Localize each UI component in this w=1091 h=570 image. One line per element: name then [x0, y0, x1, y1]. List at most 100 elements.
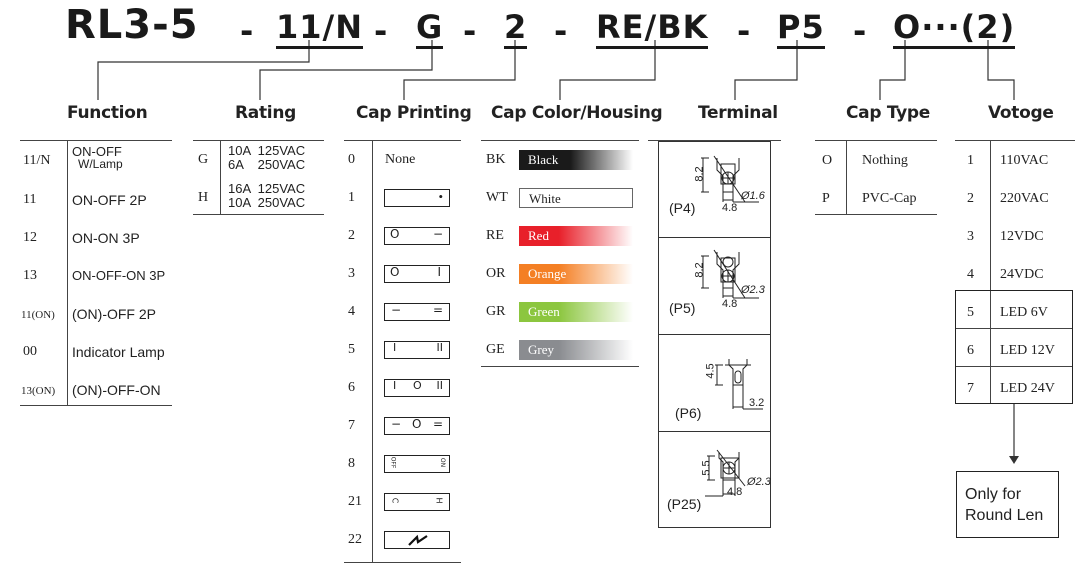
dimension-hole: Ø2.3: [747, 476, 771, 488]
cap-printing-symbol-box: [384, 531, 450, 549]
voltage-desc: LED 6V: [1000, 305, 1048, 320]
function-code: 11(ON): [21, 309, 55, 321]
table-divider: [372, 141, 373, 562]
terminal-p5-box: (P5) 8.2 4.8 Ø2.3: [658, 238, 771, 335]
code-separator: -: [463, 12, 478, 50]
terminal-header: Terminal: [698, 103, 778, 123]
cap-printing-symbol-box: − O =: [384, 417, 450, 435]
cap-printing-symbol-box: •: [384, 189, 450, 207]
voltage-code: 6: [967, 343, 974, 358]
cap-type-code: P: [822, 191, 830, 206]
code-separator: -: [240, 12, 255, 50]
color-swatch-orange: Orange: [519, 264, 633, 284]
function-desc: Indicator Lamp: [72, 344, 165, 360]
cap-color-code: WT: [486, 190, 508, 205]
table-border: [481, 140, 639, 141]
table-border: [20, 405, 172, 406]
color-swatch-green: Green: [519, 302, 633, 322]
voltage-desc: LED 12V: [1000, 343, 1055, 358]
cap-printing-symbol-box: O I: [384, 265, 450, 283]
table-divider: [220, 141, 221, 215]
function-desc: ON-OFF: [72, 144, 122, 159]
cap-printing-code: 2: [348, 228, 355, 243]
dimension-height: 8.2: [693, 166, 706, 182]
cap-printing-code: 7: [348, 418, 355, 433]
dimension-hole: Ø2.3: [741, 284, 765, 296]
table-border: [956, 366, 1072, 367]
code-function: 11/N: [276, 8, 363, 49]
cap-color-code: OR: [486, 266, 506, 281]
table-border: [481, 366, 639, 367]
table-border: [955, 140, 1075, 141]
voltage-desc: 24VDC: [1000, 267, 1044, 282]
cap-type-desc: PVC-Cap: [862, 191, 917, 206]
cap-printing-code: 21: [348, 494, 362, 509]
code-terminal: P5: [777, 8, 825, 49]
voltage-desc: 12VDC: [1000, 229, 1044, 244]
cap-color-code: RE: [486, 228, 504, 243]
rating-value: 6A 250VAC: [228, 157, 306, 172]
code-cap-printing: 2: [504, 8, 528, 49]
code-cap-type-voltage: O···(2): [893, 8, 1016, 49]
voltage-desc: 220VAC: [1000, 191, 1049, 206]
cap-printing-none: None: [385, 152, 416, 167]
function-desc: ON-OFF-ON 3P: [72, 268, 166, 283]
function-desc: W/Lamp: [78, 157, 123, 171]
dimension-height: 4.5: [704, 363, 717, 379]
cap-printing-code: 1: [348, 190, 355, 205]
rating-value: 10A 250VAC: [228, 195, 306, 210]
voltage-desc: 110VAC: [1000, 153, 1049, 168]
function-desc: (ON)-OFF-ON: [72, 382, 161, 398]
function-code: 13: [23, 268, 37, 283]
led-note: Only for Round Len: [956, 471, 1059, 538]
cap-printing-header: Cap Printing: [356, 103, 472, 123]
dimension-hole: Ø1.6: [741, 190, 765, 202]
table-divider: [846, 141, 847, 215]
terminal-p4-box: (P4) 8.2 4.8 Ø1.6: [658, 141, 771, 238]
terminal-p6-box: (P6) 4.5 3.2: [658, 335, 771, 432]
rating-code: G: [198, 152, 209, 167]
cap-color-code: GR: [486, 304, 506, 319]
voltage-header: Votoge: [988, 103, 1054, 123]
cap-printing-code: 22: [348, 532, 362, 547]
terminal-label: (P25): [667, 496, 702, 512]
table-border: [815, 214, 937, 215]
dimension-width: 4.8: [722, 202, 738, 214]
table-border: [956, 328, 1072, 329]
cap-printing-code: 6: [348, 380, 355, 395]
cap-color-code: GE: [486, 342, 505, 357]
code-rating: G: [416, 8, 444, 49]
terminal-label: (P5): [669, 300, 696, 316]
code-separator: -: [554, 12, 569, 50]
function-desc: (ON)-OFF 2P: [72, 306, 156, 322]
color-swatch-grey: Grey: [519, 340, 633, 360]
function-code: 11: [23, 192, 37, 207]
dimension-width: 4.8: [722, 298, 738, 310]
color-swatch-black: Black: [519, 150, 633, 170]
dimension-width: 3.2: [749, 397, 765, 409]
rating-value: 10A 125VAC: [228, 143, 306, 158]
function-desc: ON-OFF 2P: [72, 192, 147, 208]
voltage-desc: LED 24V: [1000, 381, 1055, 396]
terminal-label: (P6): [675, 405, 702, 421]
cap-printing-symbol-box: − =: [384, 303, 450, 321]
terminal-drawing: [715, 359, 763, 410]
voltage-code: 2: [967, 191, 974, 206]
color-swatch-white: White: [519, 188, 633, 208]
function-header: Function: [67, 103, 148, 123]
table-border: [815, 140, 937, 141]
voltage-code: 5: [967, 305, 974, 320]
dimension-height: 5.5: [700, 460, 713, 476]
voltage-code: 4: [967, 267, 974, 282]
table-border: [344, 562, 461, 563]
code-series: RL3-5: [65, 2, 199, 48]
rating-header: Rating: [235, 103, 296, 123]
function-code: 11/N: [23, 153, 51, 168]
cap-printing-symbol-box: I O II: [384, 379, 450, 397]
terminal-label: (P4): [669, 200, 696, 216]
table-border: [193, 214, 324, 215]
voltage-code: 7: [967, 381, 974, 396]
cap-printing-code: 0: [348, 152, 355, 167]
table-divider: [990, 291, 991, 403]
